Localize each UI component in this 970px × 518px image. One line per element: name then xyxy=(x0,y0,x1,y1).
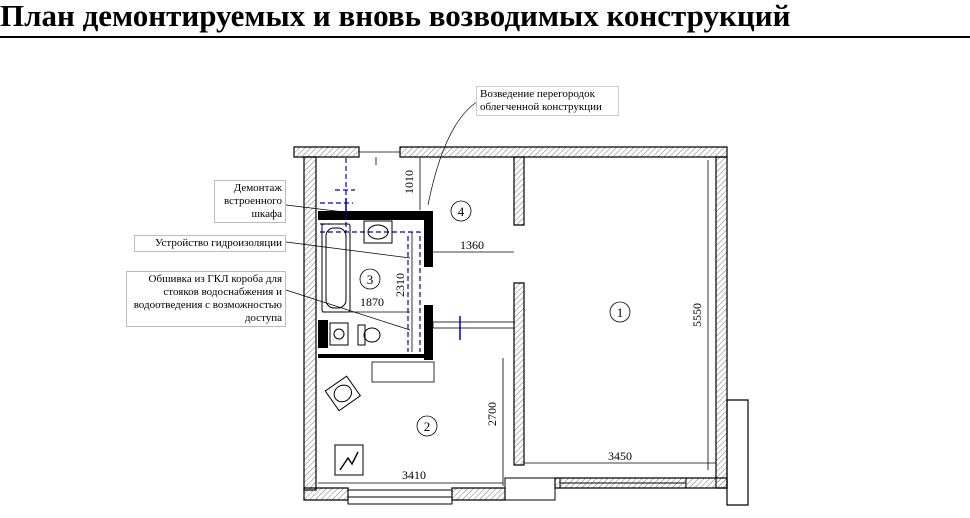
callout-waterproofing: Устройство гидроизоляции xyxy=(134,235,286,252)
bathtub xyxy=(321,223,351,313)
hall-box xyxy=(371,361,435,383)
room-4-label: 4 xyxy=(458,204,465,219)
left-wall xyxy=(303,156,317,491)
bottom-wall-left xyxy=(303,487,349,501)
loggia-wall xyxy=(726,399,749,506)
washbasin xyxy=(329,322,349,346)
dim-kitchen-depth: 2700 xyxy=(485,402,499,426)
top-wall-right xyxy=(399,146,728,158)
callout-drywall-box: Обшивка из ГКЛ короба для стояков водосн… xyxy=(126,271,286,327)
room-3-label: 3 xyxy=(367,272,374,287)
bearing-wall xyxy=(513,156,525,466)
dim-room-width: 3450 xyxy=(608,449,632,463)
right-wall xyxy=(715,156,728,489)
leader-lines xyxy=(285,99,481,331)
sink-corridor xyxy=(363,220,393,244)
room-1-label: 1 xyxy=(617,305,624,320)
title-underline xyxy=(0,36,970,38)
room-2-label: 2 xyxy=(424,419,431,434)
page-title: План демонтируемых и вновь возводимых ко… xyxy=(0,0,791,33)
bottom-wall-mid xyxy=(451,487,506,501)
dim-room-height: 5550 xyxy=(690,303,704,327)
dim-corridor-width: 1360 xyxy=(460,238,484,252)
callout-wardrobe: Демонтаж встроенного шкафа xyxy=(214,180,286,223)
stove xyxy=(334,444,364,476)
dim-kitchen-width: 3410 xyxy=(402,468,426,482)
kitchen-sink xyxy=(324,375,362,412)
dim-bath-depth: 2310 xyxy=(393,273,407,297)
room-markers xyxy=(359,200,631,437)
new-partitions xyxy=(318,211,433,360)
callout-partitions: Возведение перегородок облегченной конст… xyxy=(476,86,619,116)
dimension-lines xyxy=(318,158,716,486)
windows xyxy=(347,477,687,505)
loggia xyxy=(504,477,556,501)
dim-corridor-depth: 1010 xyxy=(402,170,416,194)
top-wall-left xyxy=(293,146,360,158)
exterior-walls xyxy=(293,146,749,506)
toilet xyxy=(357,324,381,346)
entrance-door xyxy=(359,151,400,165)
door-stub xyxy=(432,321,515,329)
dim-bath-width: 1870 xyxy=(360,295,384,309)
